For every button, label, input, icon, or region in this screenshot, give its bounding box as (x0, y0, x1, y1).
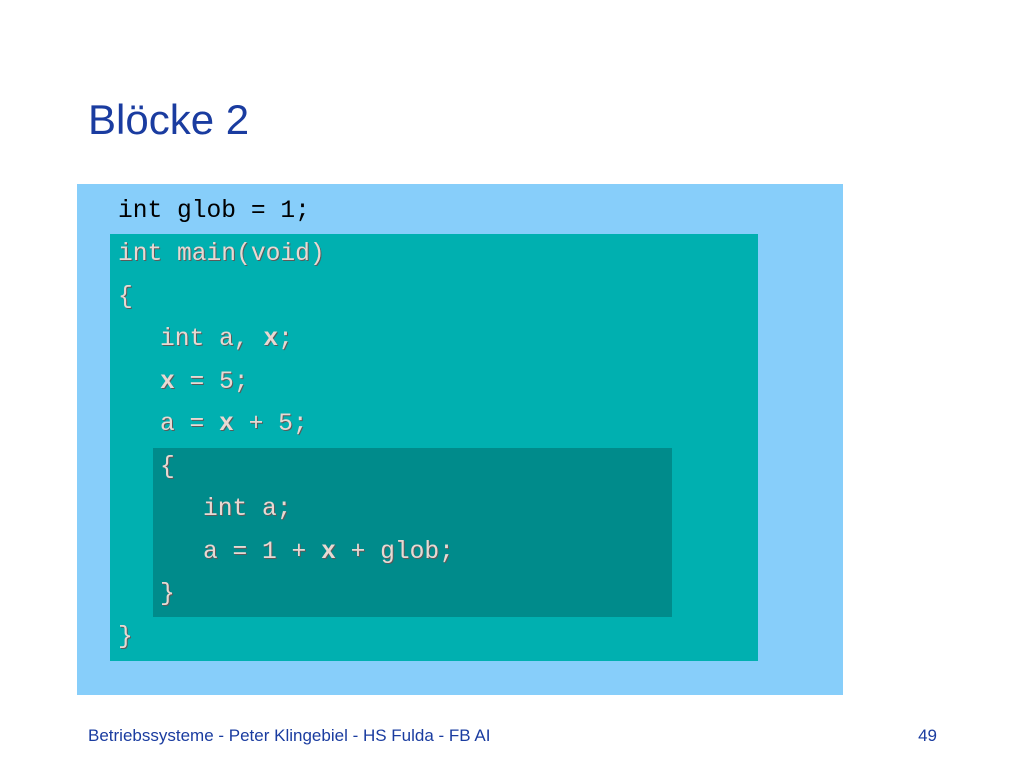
code-line-inner-open-brace: { (160, 453, 175, 483)
code-text: + glob; (335, 539, 454, 566)
code-variable-x: x (263, 326, 279, 353)
inner-block (153, 448, 672, 617)
code-line-main-open-brace: { (118, 283, 133, 313)
code-text: { (160, 454, 175, 481)
code-text: int a; (203, 496, 292, 523)
slide-title: Blöcke 2 (88, 96, 250, 143)
footer-text: Betriebssysteme - Peter Klingebiel - HS … (88, 726, 491, 745)
page-number: 49 (918, 726, 937, 745)
code-line-inner-decl: int a; (203, 495, 292, 525)
code-line-assign-x: x = 5; (160, 368, 249, 398)
code-line-main-decl: int a, x; (160, 325, 293, 355)
code-line-main-close-brace: } (118, 623, 133, 653)
code-text: a = 1 + (203, 539, 322, 566)
code-variable-x: x (160, 369, 175, 396)
code-text: = 5; (174, 369, 249, 396)
code-text: } (118, 624, 133, 651)
code-text: + 5; (233, 411, 308, 438)
code-text: } (160, 581, 175, 608)
code-variable-x: x (321, 539, 336, 566)
code-line-global: int glob = 1; (118, 197, 310, 227)
code-text: { (118, 284, 133, 311)
code-text: int glob = 1; (118, 198, 310, 225)
code-line-inner-close-brace: } (160, 580, 175, 610)
code-line-assign-a: a = x + 5; (160, 410, 308, 440)
code-text: ; (278, 326, 293, 353)
code-line-main-signature: int main(void) (118, 240, 325, 270)
code-line-inner-assign: a = 1 + x + glob; (203, 538, 454, 568)
code-text: int a, (160, 326, 264, 353)
code-text: int main(void) (118, 241, 325, 268)
code-variable-x: x (219, 411, 234, 438)
code-text: a = (160, 411, 220, 438)
